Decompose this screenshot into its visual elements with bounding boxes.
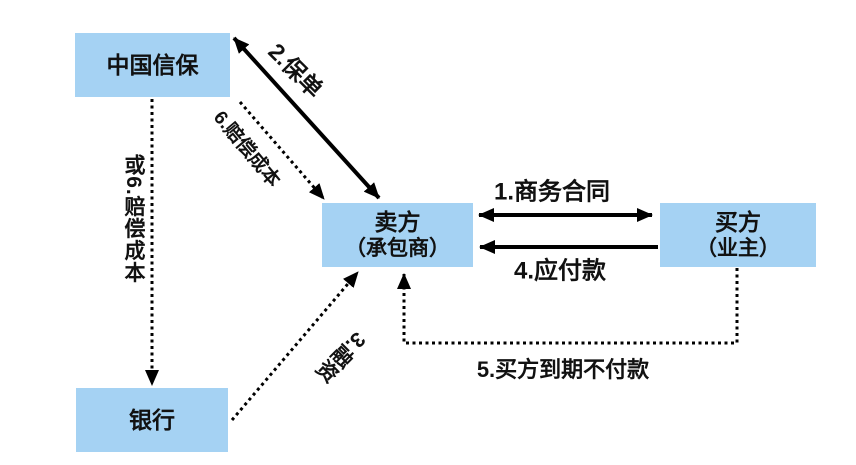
arrow-buyer-default-path [397,268,739,345]
node-bank-label: 银行 [129,406,175,433]
node-seller-label: 卖方 [374,208,421,235]
edge-label-contract: 1.商务合同 [493,178,611,206]
edge-label-or-compensation: 或6.赔偿成本 [122,154,145,284]
node-insurer: 中国信保 [75,33,230,97]
node-bank: 银行 [76,388,228,452]
node-seller: 卖方 （承包商） [322,203,473,267]
edge-label-buyer-default: 5.买方到期不付款 [476,357,650,382]
arrow-policy [232,36,381,200]
node-buyer-sublabel: （业主） [696,237,780,261]
edge-label-payable: 4.应付款 [513,257,607,285]
node-buyer-label: 买方 [715,208,761,235]
node-buyer: 买方 （业主） [660,203,816,267]
arrow-compensation [238,101,326,200]
node-insurer-label: 中国信保 [106,51,199,78]
node-seller-sublabel: （承包商） [345,237,450,261]
